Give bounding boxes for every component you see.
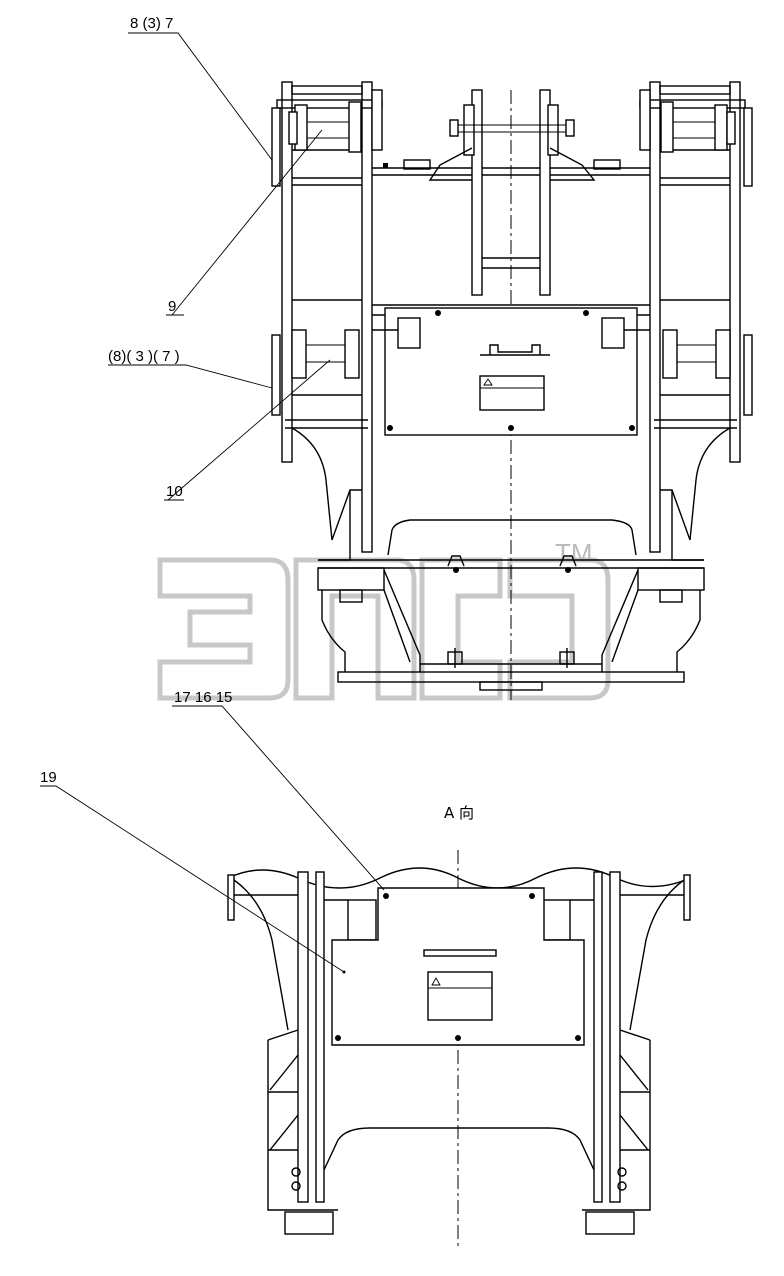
leaders-upper [108, 32, 331, 501]
middle-plate [372, 304, 650, 436]
callout-8-3-7-paren: (8)( 3 )( 7 ) [108, 348, 180, 365]
lower-base [317, 519, 705, 691]
upper-view [108, 32, 753, 700]
lower-view [40, 705, 691, 1250]
right-column [639, 81, 753, 561]
callout-8-3-7: 8 (3) 7 [130, 15, 173, 32]
callout-9: 9 [168, 298, 176, 315]
center-mast [403, 89, 621, 296]
left-column [271, 81, 383, 561]
view-a-label: A 向 [444, 804, 474, 822]
view-a-plate [331, 887, 585, 1046]
view-a-left-arm [227, 871, 377, 1235]
callout-19: 19 [40, 769, 57, 786]
callout-17-16-15: 17 16 15 [174, 689, 232, 706]
callout-10: 10 [166, 483, 183, 500]
view-a-right-arm [541, 871, 691, 1235]
leaders-lower [40, 705, 385, 973]
